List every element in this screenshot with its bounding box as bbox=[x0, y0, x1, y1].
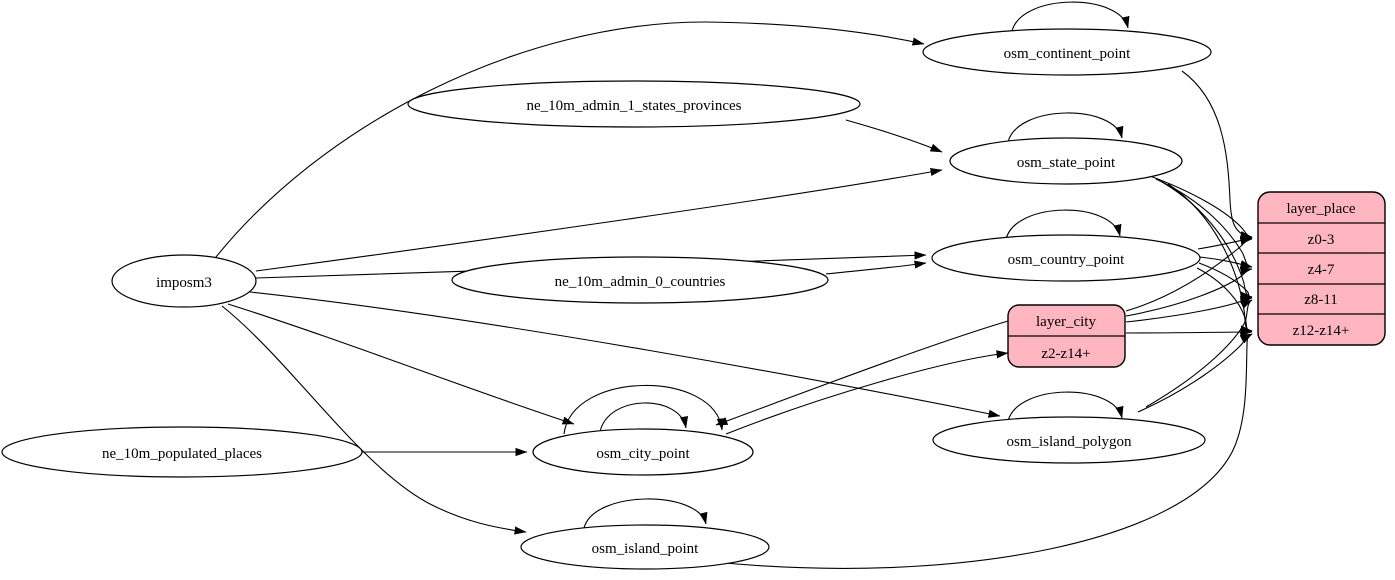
record-layer_city-title: layer_city bbox=[1036, 314, 1096, 330]
node-osm_continent_point-label: osm_continent_point bbox=[1004, 46, 1131, 62]
edge-layer_city-layer_place_z12-z14 bbox=[1125, 327, 1253, 337]
node-osm_country_point: osm_country_point bbox=[931, 234, 1201, 282]
record-row-label: z2-z14+ bbox=[1041, 346, 1090, 362]
node-osm_continent_point: osm_continent_point bbox=[922, 28, 1212, 76]
record-row-label: z0-3 bbox=[1308, 232, 1335, 248]
record-row-label: z8-11 bbox=[1304, 292, 1338, 308]
node-osm_state_point-shape bbox=[949, 137, 1183, 185]
node-ne_10m_admin_0_countries-shape bbox=[451, 256, 829, 304]
node-ne_10m_admin_1_states_provinces: ne_10m_admin_1_states_provinces bbox=[407, 80, 861, 128]
node-osm_city_point-label: osm_city_point bbox=[596, 446, 690, 462]
node-osm_country_point-label: osm_country_point bbox=[1008, 252, 1125, 268]
loop-osm_city_point-outer bbox=[563, 385, 725, 435]
node-ne_10m_admin_1_states_provinces-shape bbox=[407, 80, 861, 128]
loop-osm_city_point-inner bbox=[599, 402, 689, 433]
node-osm_state_point-label: osm_state_point bbox=[1017, 155, 1116, 171]
edge-osm_island_polygon-layer_place_z8-11 bbox=[1145, 299, 1253, 408]
node-ne_10m_populated_places-label: ne_10m_populated_places bbox=[102, 446, 262, 462]
edge-imposm3-osm_state_point bbox=[255, 167, 943, 272]
loop-osm_country_point bbox=[1005, 209, 1122, 240]
node-osm_island_polygon-label: osm_island_polygon bbox=[1006, 434, 1132, 450]
node-osm_island_point-label: osm_island_point bbox=[592, 541, 700, 557]
edge-osm_city_point-layer_city bbox=[725, 350, 1009, 435]
loop-osm_state_point bbox=[1007, 112, 1124, 143]
edge-osm_state_point-layer_place_z8-11 bbox=[1161, 181, 1253, 300]
edge-osm_country_point-layer_place_z8-11 bbox=[1198, 262, 1253, 302]
node-osm_island_point-shape bbox=[520, 524, 770, 570]
node-ne_10m_admin_1_states_provinces-label: ne_10m_admin_1_states_provinces bbox=[527, 98, 742, 114]
record-layer_place: layer_place z0-3 z4-7 z8-11 z12-z14+ bbox=[1257, 191, 1386, 346]
node-ne_10m_populated_places-shape bbox=[1, 426, 363, 478]
node-ne_10m_populated_places: ne_10m_populated_places bbox=[1, 426, 363, 478]
node-osm_city_point-shape bbox=[532, 428, 754, 476]
edge-imposm3-osm_island_polygon bbox=[249, 291, 1001, 418]
node-osm_continent_point-shape bbox=[922, 28, 1212, 76]
record-layer_place-title: layer_place bbox=[1286, 201, 1355, 217]
edge-osm_island_point-layer_place_z12-z14 bbox=[713, 333, 1253, 569]
edge-layer_city-layer_place_z4-7 bbox=[1125, 266, 1253, 317]
record-layer_city: layer_city z2-z14+ bbox=[1007, 304, 1126, 368]
edge-imposm3-osm_city_point bbox=[227, 303, 575, 425]
edge-ne_10m_admin_1_states_provinces-osm_state_point bbox=[845, 119, 943, 153]
record-row-label: z4-7 bbox=[1308, 262, 1335, 278]
edge-osm_continent_point-layer_place_z0-3 bbox=[1181, 70, 1253, 240]
node-osm_island_polygon-shape bbox=[932, 416, 1206, 464]
edge-imposm3-osm_continent_point bbox=[211, 21, 925, 263]
edges bbox=[211, 1, 1253, 569]
edge-layer_city-layer_place_z8-11 bbox=[1125, 296, 1253, 323]
record-layer_place-shape bbox=[1257, 191, 1386, 346]
edge-osm_state_point-layer_place_z0-3 bbox=[1149, 175, 1253, 240]
node-osm_island_polygon: osm_island_polygon bbox=[932, 416, 1206, 464]
node-osm_country_point-shape bbox=[931, 234, 1201, 282]
node-ne_10m_admin_0_countries: ne_10m_admin_0_countries bbox=[451, 256, 829, 304]
edge-layer_city-layer_place_z0-3 bbox=[1125, 236, 1253, 312]
node-osm_island_point: osm_island_point bbox=[520, 524, 770, 570]
edge-osm_country_point-layer_place_z12-z14 bbox=[1196, 267, 1253, 334]
loop-osm_island_polygon bbox=[1007, 391, 1124, 422]
node-osm_state_point: osm_state_point bbox=[949, 137, 1183, 185]
record-row-label: z12-z14+ bbox=[1293, 323, 1350, 339]
edge-imposm3-osm_island_point bbox=[221, 305, 527, 535]
edge-layer_city-osm_city_point bbox=[715, 320, 1009, 426]
node-ne_10m_admin_0_countries-label: ne_10m_admin_0_countries bbox=[555, 274, 726, 290]
edge-osm_island_polygon-layer_place_z12-z14 bbox=[1137, 333, 1253, 413]
node-imposm3-label: imposm3 bbox=[156, 275, 212, 291]
node-imposm3: imposm3 bbox=[111, 254, 257, 308]
loop-osm_island_point bbox=[583, 498, 708, 529]
node-osm_city_point: osm_city_point bbox=[532, 428, 754, 476]
edge-osm_country_point-layer_place_z4-7 bbox=[1199, 256, 1253, 269]
loop-osm_continent_point bbox=[1011, 1, 1130, 32]
node-imposm3-shape bbox=[111, 254, 257, 308]
edge-ne_10m_admin_0_countries-osm_country_point bbox=[825, 260, 927, 275]
